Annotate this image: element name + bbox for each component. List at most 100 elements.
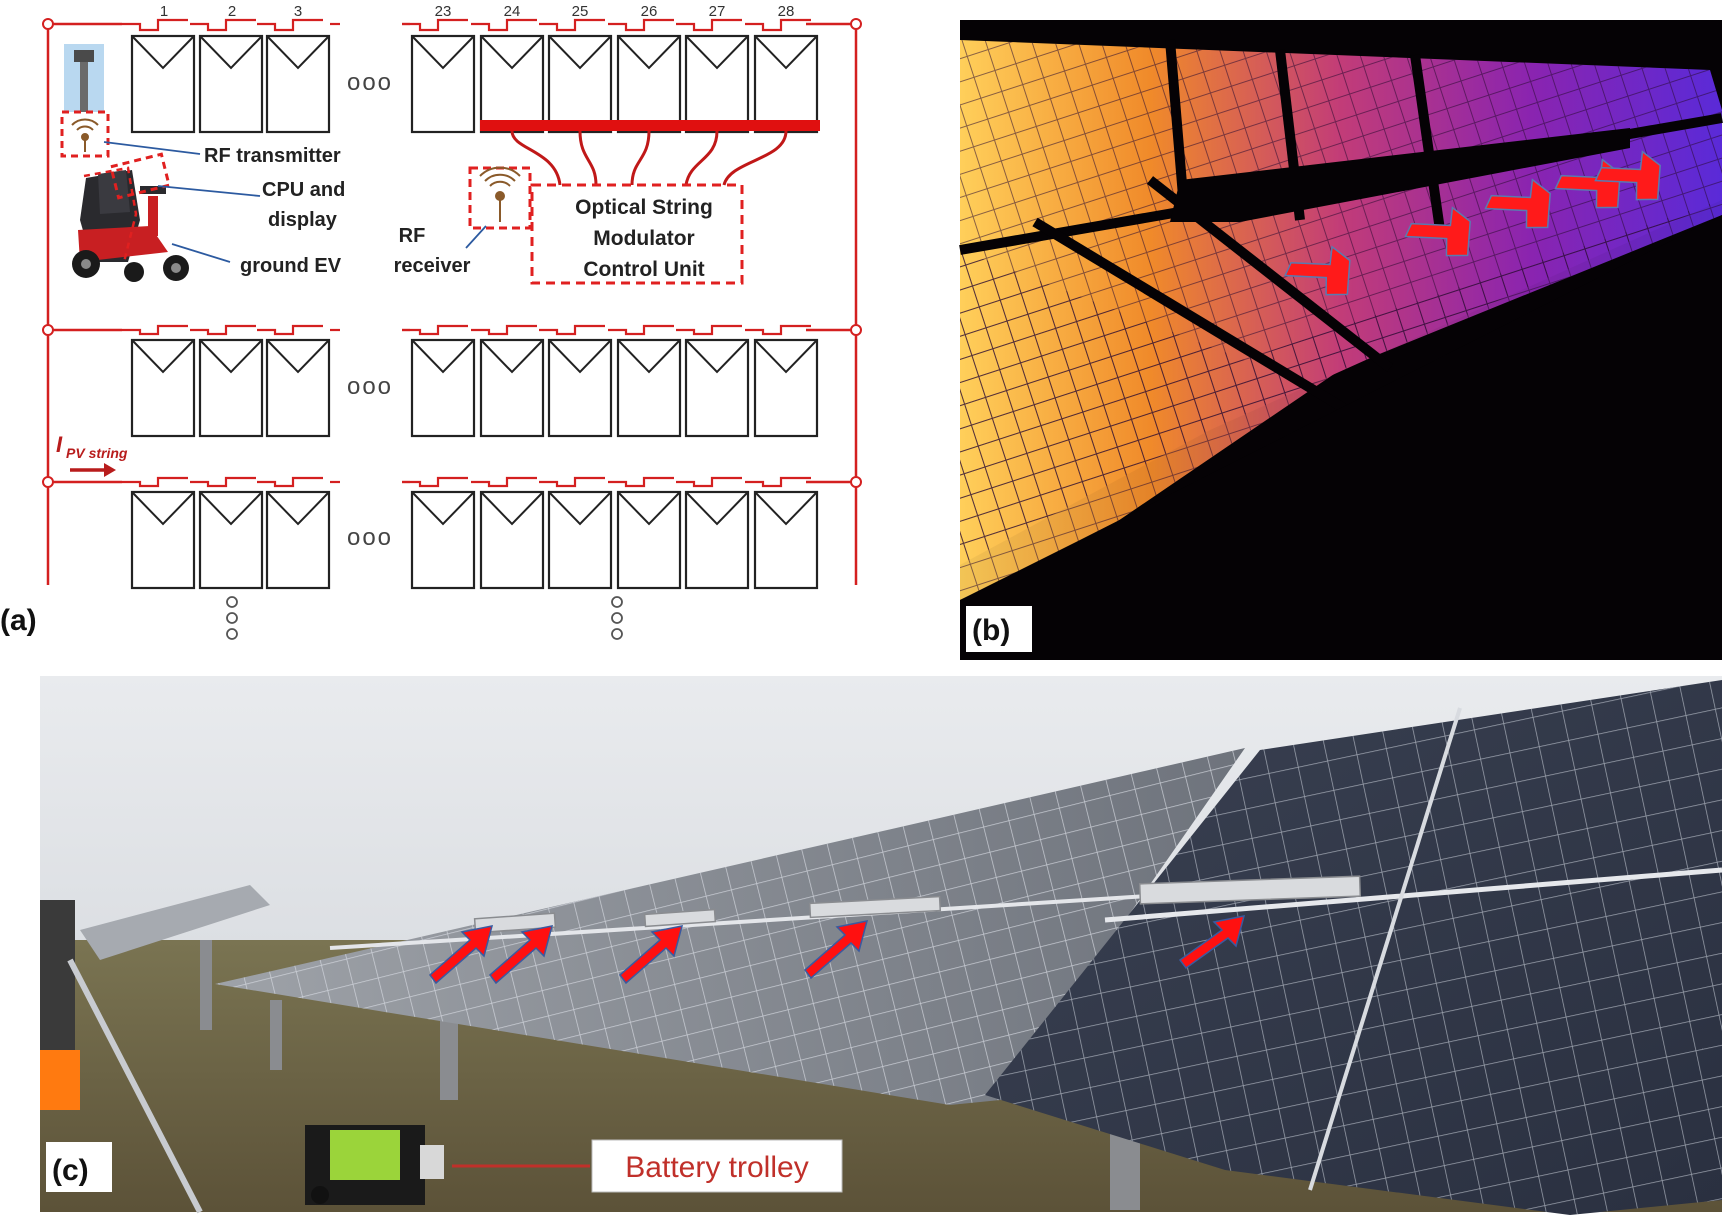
battery-trolley-object	[305, 1125, 444, 1205]
panel-c: Battery trolley (c)	[40, 676, 1723, 1215]
module-connector	[122, 476, 188, 488]
pv-module	[684, 34, 750, 134]
rf-receiver-line1: RF	[399, 225, 426, 247]
pv-module-mark	[131, 339, 195, 374]
panel-b-label: (b)	[972, 614, 1010, 647]
ev-labels: RF transmitter CPU and display ground EV	[204, 145, 345, 277]
bus-node	[42, 324, 54, 336]
pv-module	[265, 34, 331, 134]
pv-module	[265, 338, 331, 438]
control-unit-line1: Optical String	[575, 196, 713, 219]
battery-trolley-label: Battery trolley	[625, 1151, 808, 1184]
module-connector	[608, 324, 674, 336]
current-subscript: PV string	[66, 445, 128, 461]
pv-module	[547, 338, 613, 438]
cpu-label-line1: CPU and	[262, 179, 345, 201]
cpu-display-box	[109, 152, 171, 200]
pv-module-mark	[411, 339, 475, 374]
module-connector	[676, 476, 742, 488]
module-connector	[122, 18, 188, 32]
panel-a-label: (a)	[0, 604, 37, 637]
pv-module	[616, 490, 682, 590]
pv-module-mark	[617, 339, 681, 374]
pv-module	[684, 338, 750, 438]
pv-module-mark	[199, 35, 263, 70]
module-number: 26	[641, 3, 658, 20]
module-connector	[539, 476, 605, 488]
module-connector	[608, 476, 674, 488]
pv-module-mark	[131, 35, 195, 70]
pv-module-mark	[685, 339, 749, 374]
pv-module	[130, 34, 196, 134]
module-number: 25	[572, 3, 589, 20]
rf-receiver-label: RF receiver	[394, 225, 471, 277]
pv-module	[753, 34, 819, 134]
module-connector	[471, 18, 537, 32]
pv-module	[265, 490, 331, 590]
module-number: 28	[778, 3, 795, 20]
modulator-bars	[480, 120, 820, 131]
module-connector	[471, 324, 537, 336]
rf-receiver-line2: receiver	[394, 255, 471, 277]
control-unit-label: Optical String Modulator Control Unit	[575, 196, 713, 281]
module-connector	[539, 324, 605, 336]
panel-a: 1 2 3 23 24 25 26 27 28 ooo ooo ooo	[0, 3, 862, 640]
pv-module-mark	[199, 491, 263, 526]
pv-module	[753, 338, 819, 438]
panel-c-label-box	[46, 1142, 112, 1192]
module-number: 24	[504, 3, 521, 20]
pv-module-mark	[266, 339, 330, 374]
vertical-ellipsis	[226, 596, 623, 640]
module-connector	[190, 18, 256, 32]
pv-module-mark	[480, 339, 544, 374]
bus-node	[42, 476, 54, 488]
person-left	[40, 900, 203, 1214]
thermal-arrows	[1283, 150, 1661, 296]
module-connector	[745, 476, 811, 488]
module-number: 27	[709, 3, 726, 20]
pv-module-mark	[411, 491, 475, 526]
pv-module	[198, 490, 264, 590]
module-connector	[402, 476, 468, 488]
module-connector	[745, 324, 811, 336]
ellipsis: ooo	[347, 69, 393, 96]
pv-module-mark	[266, 491, 330, 526]
pv-module-mark	[131, 491, 195, 526]
panel-c-label: (c)	[52, 1154, 89, 1187]
thermal-panels	[959, 39, 1723, 660]
ellipsis: ooo	[347, 373, 393, 400]
current-label: I PV string	[56, 432, 128, 461]
pv-module	[479, 338, 545, 438]
pv-module-mark	[480, 491, 544, 526]
pv-module-mark	[617, 35, 681, 70]
module-connector	[745, 18, 811, 32]
panel-b: (b)	[959, 20, 1723, 660]
pv-module-mark	[685, 35, 749, 70]
pv-module	[547, 34, 613, 134]
busbars	[46, 24, 858, 585]
pv-module-mark	[548, 35, 612, 70]
module-number: 2	[228, 3, 236, 20]
pv-module	[616, 34, 682, 134]
module-connector	[257, 324, 323, 336]
pv-module-mark	[266, 35, 330, 70]
battery-trolley-label-box	[591, 1139, 843, 1193]
control-unit-box	[530, 183, 744, 285]
module-connector	[122, 324, 188, 336]
photo-arrows	[428, 915, 1246, 985]
pv-rows	[42, 18, 862, 590]
bus-node	[850, 18, 862, 30]
ellipsis: ooo	[347, 524, 393, 551]
pv-module	[410, 490, 476, 590]
module-connector	[539, 18, 605, 32]
control-unit-line3: Control Unit	[583, 258, 704, 281]
current-arrow	[70, 463, 116, 477]
module-number: 3	[294, 3, 302, 20]
pv-module	[616, 338, 682, 438]
bus-node	[42, 18, 54, 30]
pv-module	[684, 490, 750, 590]
pv-module-mark	[480, 35, 544, 70]
modulator-devices	[473, 875, 1362, 934]
module-connector	[257, 18, 323, 32]
